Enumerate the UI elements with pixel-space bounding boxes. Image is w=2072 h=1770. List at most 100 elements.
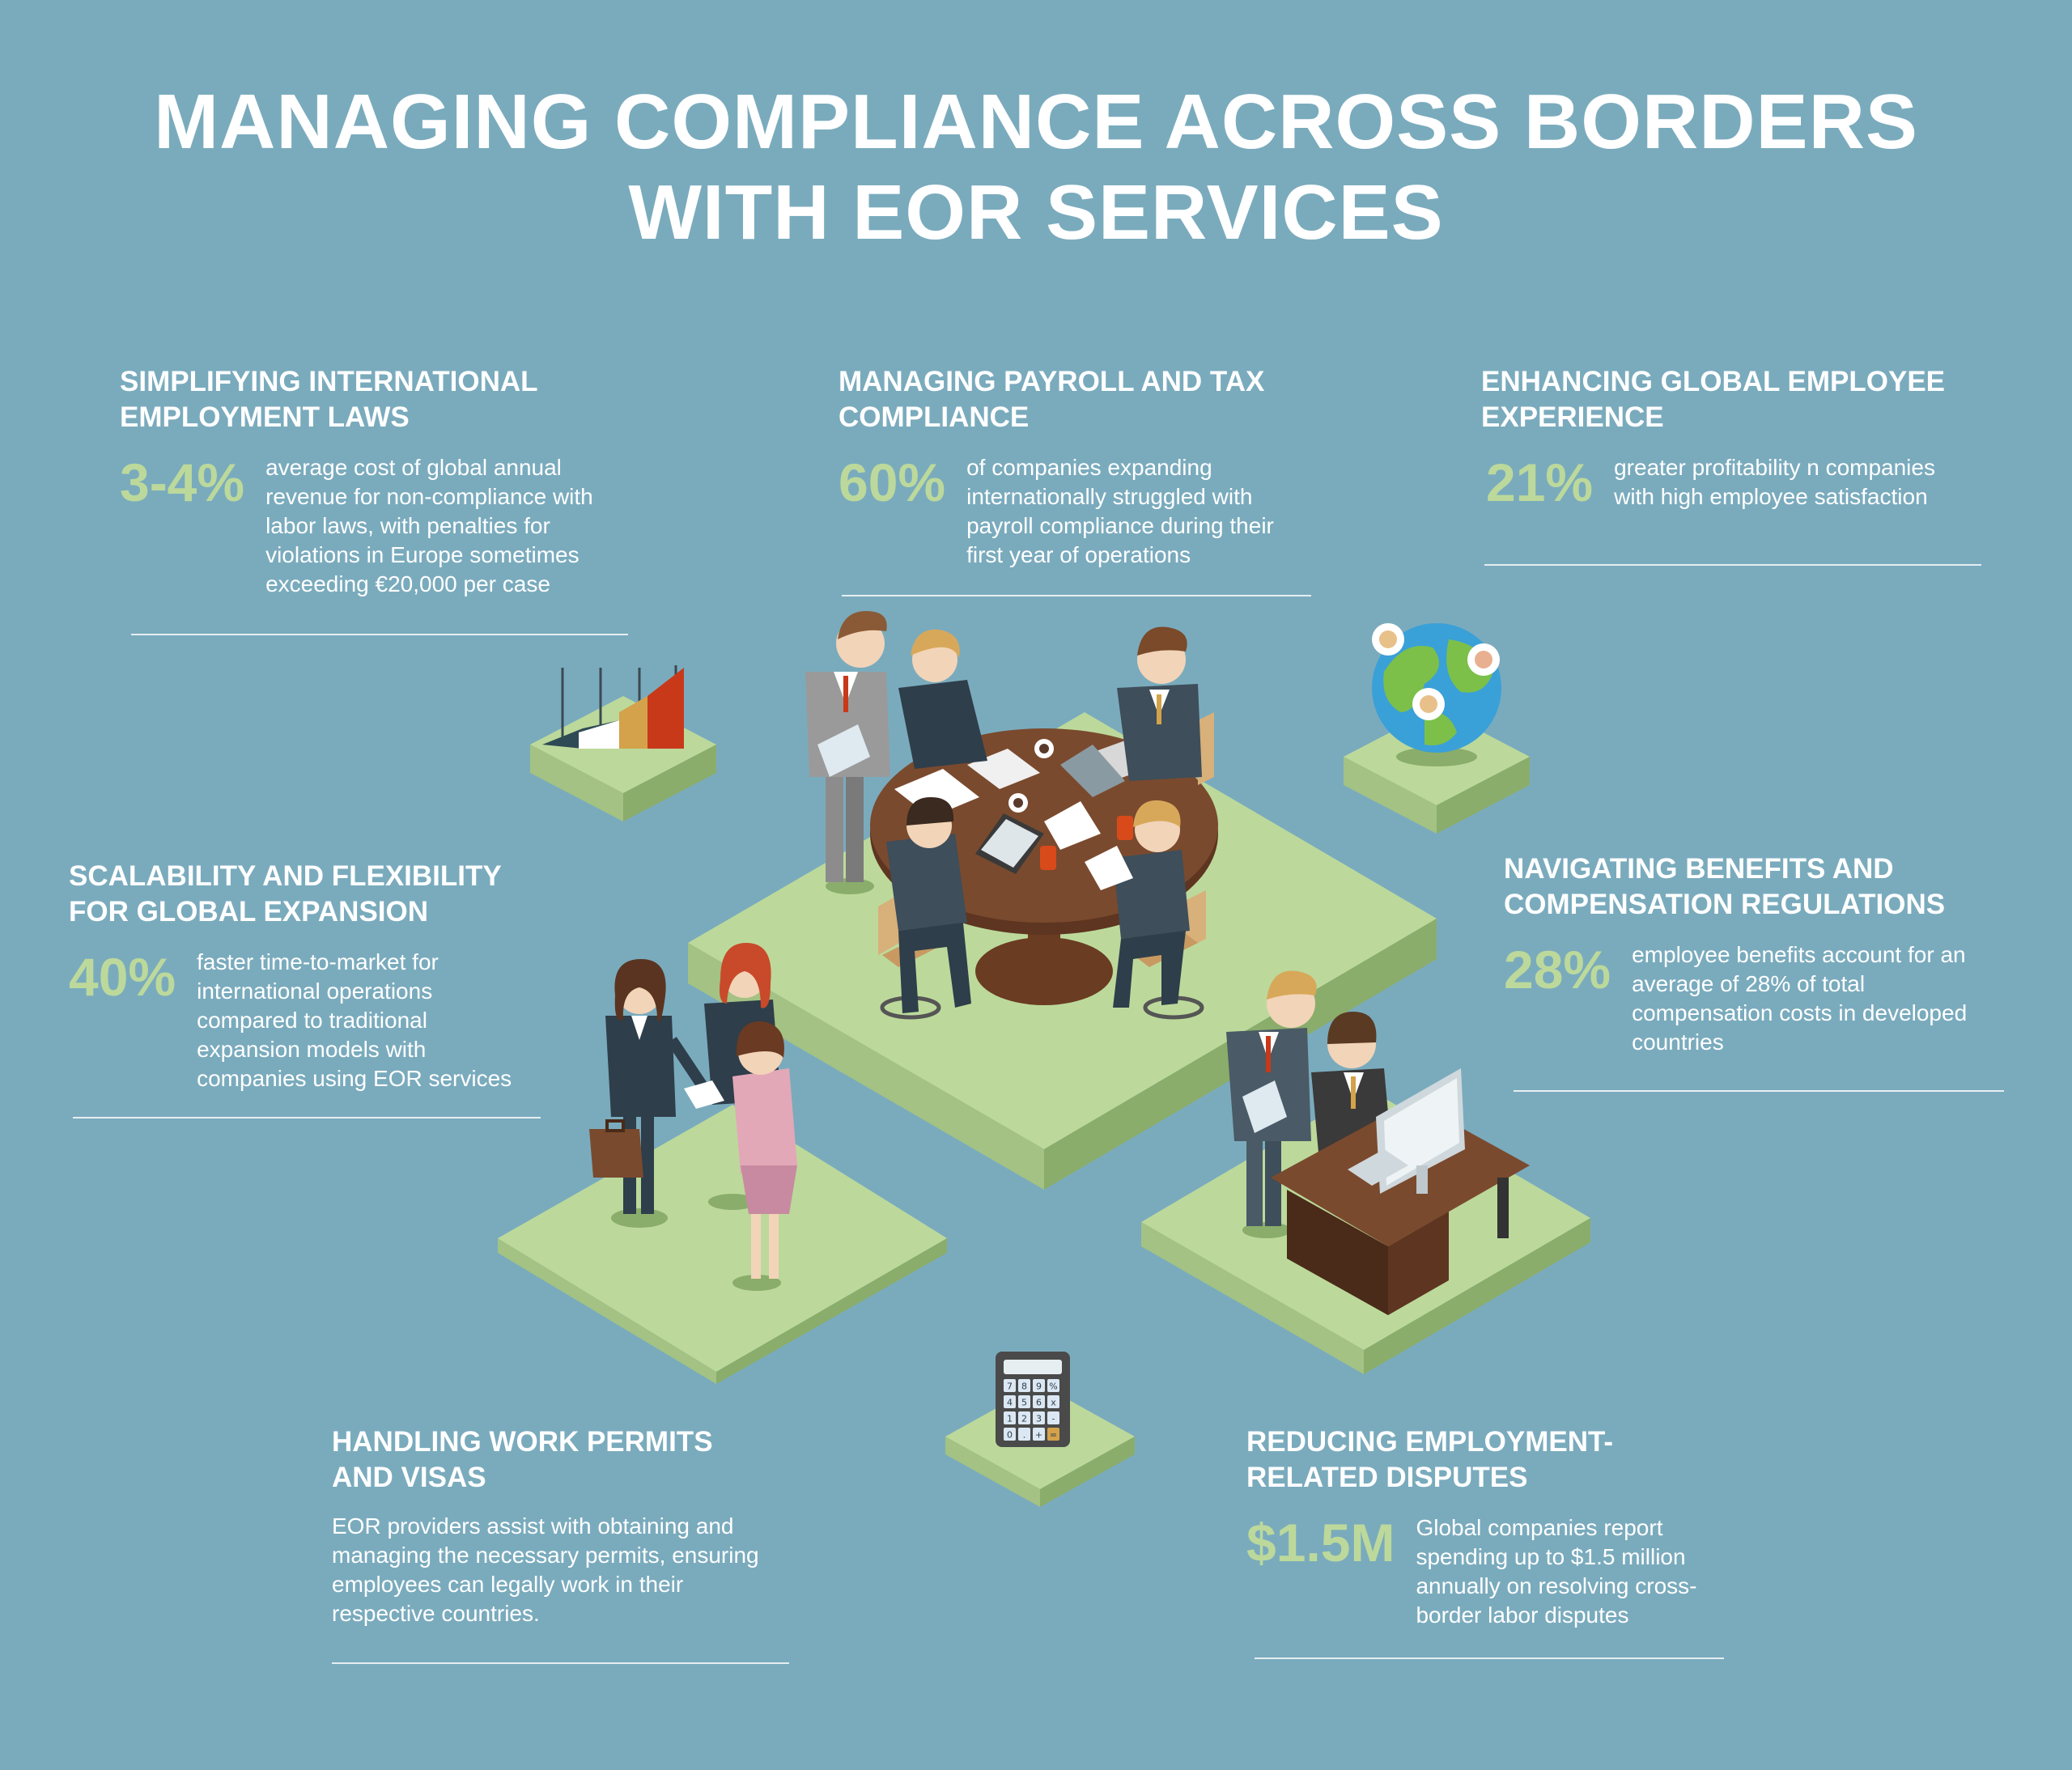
section-heading: SCALABILITY AND FLEXIBILITY FOR GLOBAL E…: [69, 859, 512, 930]
calculator-key: [1004, 1411, 1016, 1424]
divider: [332, 1662, 789, 1664]
description-line: violations in Europe sometimes: [265, 542, 580, 567]
description-line: exceeding €20,000 per case: [265, 571, 550, 596]
stat-description: greater profitability n companies with h…: [1614, 453, 1935, 511]
description-line: greater profitability n companies: [1614, 455, 1935, 480]
heading-line: MANAGING PAYROLL AND TAX: [839, 366, 1265, 397]
stat-value: 28%: [1504, 940, 1611, 1000]
calculator-key-label: .: [1023, 1430, 1026, 1441]
description-line: compensation costs in developed: [1632, 1000, 1968, 1025]
heading-line: COMPENSATION REGULATIONS: [1504, 889, 1946, 920]
divider: [1255, 1658, 1724, 1659]
calculator-key-label: 9: [1036, 1382, 1042, 1392]
stat-description: Global companies report spending up to $…: [1416, 1513, 1696, 1630]
stat-row: 3-4% average cost of global annual reven…: [120, 453, 593, 599]
heading-line: AND VISAS: [332, 1462, 486, 1493]
stat-description: faster time-to-market for international …: [197, 948, 512, 1093]
section-heading: REDUCING EMPLOYMENT- RELATED DISPUTES: [1246, 1424, 1697, 1496]
calculator-key: [1033, 1379, 1045, 1392]
calculator-key-label: 1: [1007, 1414, 1013, 1424]
page-title-line-2: WITH EOR SERVICES: [628, 169, 1444, 256]
calculator-key-label: 3: [1036, 1414, 1042, 1424]
calculator-key-label: 0: [1007, 1430, 1013, 1441]
calculator-key: [1004, 1395, 1016, 1408]
stat-description: average cost of global annual revenue fo…: [265, 453, 593, 599]
heading-line: ENHANCING GLOBAL EMPLOYEE: [1481, 366, 1946, 397]
calculator-key: [1033, 1428, 1045, 1441]
description-line: payroll compliance during their: [966, 513, 1274, 538]
calculator-key-label: 6: [1036, 1398, 1042, 1408]
divider: [73, 1117, 541, 1118]
description-line: Global companies report: [1416, 1515, 1663, 1540]
description-line: spending up to $1.5 million: [1416, 1544, 1686, 1569]
section-heading: SIMPLIFYING INTERNATIONAL EMPLOYMENT LAW…: [120, 364, 593, 435]
stat-row: 40% faster time-to-market for internatio…: [69, 948, 512, 1093]
description-line: managing the necessary permits, ensuring: [332, 1543, 759, 1568]
calculator-key-label: 7: [1007, 1382, 1013, 1392]
page-title: MANAGING COMPLIANCE ACROSS BORDERS WITH …: [0, 77, 2072, 258]
divider: [1514, 1090, 2004, 1092]
calculator-key: [1047, 1395, 1059, 1408]
stat-value: $1.5M: [1246, 1513, 1395, 1573]
calculator-key: [1033, 1395, 1045, 1408]
heading-line: NAVIGATING BENEFITS AND: [1504, 853, 1894, 885]
calculator-key-label: 2: [1021, 1414, 1027, 1424]
section-scalability: SCALABILITY AND FLEXIBILITY FOR GLOBAL E…: [69, 859, 512, 1093]
section-employment-disputes: REDUCING EMPLOYMENT- RELATED DISPUTES $1…: [1246, 1424, 1697, 1630]
heading-line: EMPLOYMENT LAWS: [120, 401, 410, 433]
section-heading: MANAGING PAYROLL AND TAX COMPLIANCE: [839, 364, 1274, 435]
calculator-key: [1018, 1395, 1030, 1408]
section-employee-experience: ENHANCING GLOBAL EMPLOYEE EXPERIENCE 21%…: [1481, 364, 1945, 511]
heading-line: REDUCING EMPLOYMENT-: [1246, 1426, 1614, 1458]
desk-workers: [1226, 970, 1530, 1315]
description-line: employee benefits account for an: [1632, 942, 1966, 967]
section-heading: ENHANCING GLOBAL EMPLOYEE EXPERIENCE: [1481, 364, 1945, 435]
description-line: first year of operations: [966, 542, 1191, 567]
description-line: average cost of global annual: [265, 455, 562, 480]
description-line: EOR providers assist with obtaining and: [332, 1513, 734, 1539]
description-line: companies using EOR services: [197, 1066, 512, 1091]
stat-value: 3-4%: [120, 452, 245, 512]
description-line: revenue for non-compliance with: [265, 484, 593, 509]
description-line: of companies expanding: [966, 455, 1212, 480]
calculator-key-label: x: [1051, 1398, 1056, 1408]
stat-value: 21%: [1486, 452, 1594, 512]
section-heading: NAVIGATING BENEFITS AND COMPENSATION REG…: [1504, 851, 1967, 923]
description-line: faster time-to-market for: [197, 949, 439, 974]
globe-icon: [1372, 623, 1501, 766]
heading-line: FOR GLOBAL EXPANSION: [69, 896, 429, 927]
page-title-line-1: MANAGING COMPLIANCE ACROSS BORDERS: [154, 79, 1918, 165]
calculator-key-label: 8: [1021, 1382, 1027, 1392]
description-line: respective countries.: [332, 1601, 540, 1626]
section-employment-laws: SIMPLIFYING INTERNATIONAL EMPLOYMENT LAW…: [120, 364, 593, 599]
calculator-key: [1047, 1428, 1059, 1441]
heading-line: EXPERIENCE: [1481, 401, 1664, 433]
stat-value: 60%: [839, 452, 946, 512]
calculator-key-label: %: [1049, 1382, 1057, 1392]
description-line: employees can legally work in their: [332, 1572, 684, 1597]
section-work-permits: HANDLING WORK PERMITS AND VISAS EOR prov…: [332, 1424, 759, 1628]
description-line: internationally struggled with: [966, 484, 1253, 509]
calculator-key: [1004, 1379, 1016, 1392]
calculator-key: [1033, 1411, 1045, 1424]
description-line: with high employee satisfaction: [1614, 484, 1928, 509]
stat-row: 21% greater profitability n companies wi…: [1481, 453, 1945, 511]
description-line: border labor disputes: [1416, 1602, 1629, 1628]
handshake-platform: [498, 1105, 947, 1384]
meeting-people: [805, 611, 1202, 1013]
calculator-key: [1047, 1411, 1059, 1424]
section-description: EOR providers assist with obtaining and …: [332, 1512, 759, 1628]
handshake-people: [589, 943, 797, 1291]
description-line: average of 28% of total: [1632, 971, 1866, 996]
heading-line: RELATED DISPUTES: [1246, 1462, 1528, 1493]
calculator-key: [1018, 1379, 1030, 1392]
bar-chart-icon: [542, 665, 684, 749]
stat-row: 60% of companies expanding international…: [839, 453, 1274, 570]
calculator-key: [1018, 1411, 1030, 1424]
calculator-key-label: 4: [1007, 1398, 1013, 1408]
stat-description: of companies expanding internationally s…: [966, 453, 1274, 570]
section-benefits-compensation: NAVIGATING BENEFITS AND COMPENSATION REG…: [1504, 851, 1967, 1057]
